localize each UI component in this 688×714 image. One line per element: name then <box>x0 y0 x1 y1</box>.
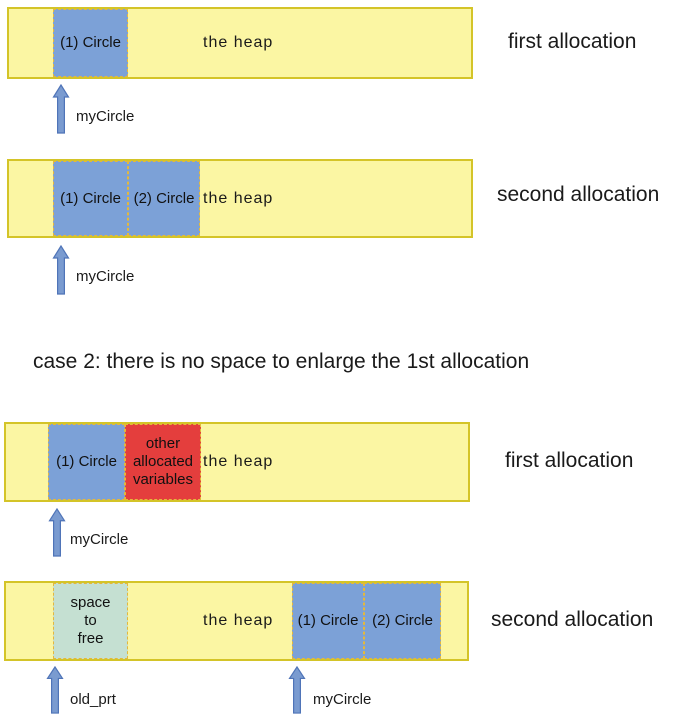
heap-label: the heap <box>203 612 274 629</box>
segment-space-to-free: space to free <box>53 583 128 659</box>
segment-label: (1) Circle <box>297 612 359 629</box>
segment-label: (2) Circle <box>372 612 433 629</box>
row3-caption: first allocation <box>505 449 634 472</box>
heap-bar-second-allocation: (1) Circle (2) Circle the heap <box>7 159 473 238</box>
segment-circle-1: (1) Circle <box>292 583 364 659</box>
heap-bar-first-allocation: (1) Circle the heap <box>7 7 473 79</box>
segment-label: other allocated variables <box>132 435 194 488</box>
segment-label: (1) Circle <box>60 34 121 51</box>
row1-caption: first allocation <box>508 30 637 53</box>
pointer-label-mycircle: myCircle <box>313 691 372 708</box>
segment-label: (2) Circle <box>133 189 195 207</box>
heap-label: the heap <box>203 453 274 470</box>
segment-label: (1) Circle <box>56 453 117 470</box>
heap-label: the heap <box>203 189 274 207</box>
up-arrow-icon <box>46 666 64 714</box>
segment-label: space to free <box>70 594 111 647</box>
case-2-heading: case 2: there is no space to enlarge the… <box>33 350 530 373</box>
up-arrow-icon <box>52 84 70 134</box>
pointer-label-old-prt: old_prt <box>70 691 116 708</box>
segment-other-allocated-variables: other allocated variables <box>125 424 201 500</box>
heap-bar-case2-second-allocation: space to free the heap (1) Circle (2) Ci… <box>4 581 469 661</box>
row4-caption: second allocation <box>491 608 654 631</box>
segment-circle-1: (1) Circle <box>48 424 125 500</box>
segment-circle-1: (1) Circle <box>53 9 128 77</box>
heap-label: the heap <box>203 34 274 51</box>
segment-label: (1) Circle <box>60 189 121 207</box>
segment-circle-2: (2) Circle <box>128 161 200 236</box>
up-arrow-icon <box>288 666 306 714</box>
segment-circle-2: (2) Circle <box>364 583 441 659</box>
up-arrow-icon <box>52 245 70 295</box>
row2-caption: second allocation <box>497 183 660 206</box>
heap-bar-case2-first-allocation: (1) Circle other allocated variables the… <box>4 422 470 502</box>
segment-circle-1: (1) Circle <box>53 161 128 236</box>
pointer-label-mycircle: myCircle <box>76 268 135 285</box>
pointer-label-mycircle: myCircle <box>76 108 135 125</box>
up-arrow-icon <box>48 508 66 557</box>
pointer-label-mycircle: myCircle <box>70 531 129 548</box>
